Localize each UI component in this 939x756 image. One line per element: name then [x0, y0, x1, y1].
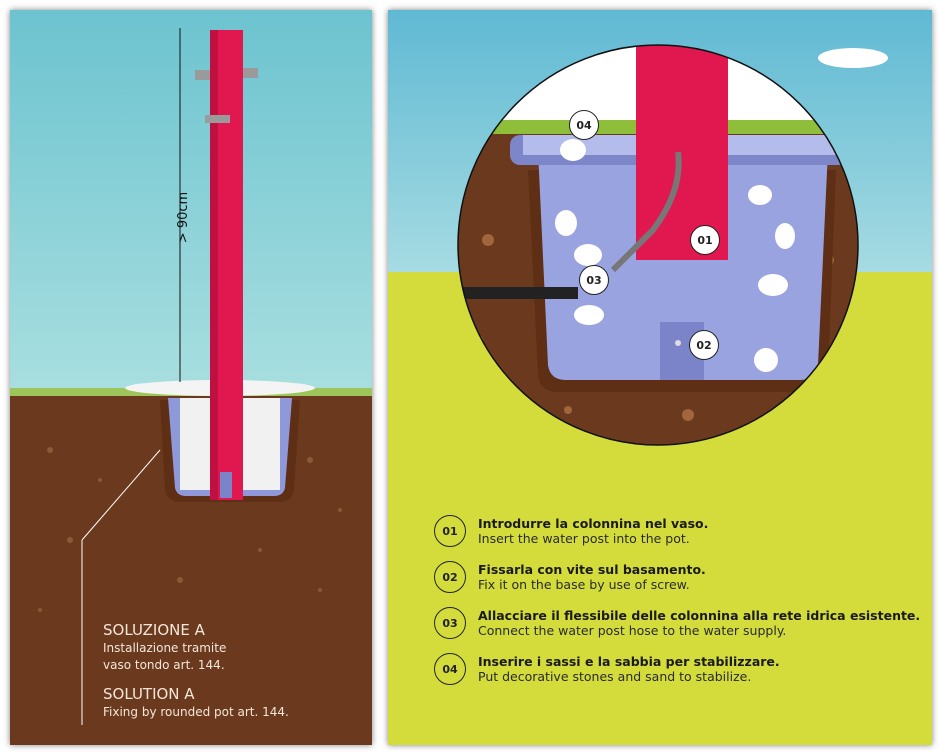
caption-title-it: SOLUZIONE A	[103, 621, 205, 639]
caption-line-en: Fixing by rounded pot art. 144.	[103, 705, 289, 719]
solution-a-illustration: > 90cm SOLUZIONE A Installazione tramite…	[10, 10, 372, 745]
step-number: 04	[434, 653, 466, 685]
step-number: 03	[434, 607, 466, 639]
caption-line1-it: Installazione tramite	[103, 641, 227, 655]
caption-title-en: SOLUTION A	[103, 685, 195, 703]
step-item: 02 Fissarla con vite sul basamento.Fix it…	[434, 561, 920, 593]
step-text-it: Inserire i sassi e la sabbia per stabili…	[478, 654, 780, 669]
callout-badge-01: 01	[690, 225, 720, 255]
callout-badge-04: 04	[569, 110, 599, 140]
step-text-it: Allacciare il flessibile delle colonnina…	[478, 608, 921, 623]
solution-caption: SOLUZIONE A Installazione tramite vaso t…	[103, 620, 289, 721]
step-number: 01	[434, 515, 466, 547]
step-text-en: Insert the water post into the pot.	[478, 531, 690, 546]
step-text-it: Introdurre la colonnina nel vaso.	[478, 516, 709, 531]
caption-line2-it: vaso tondo art. 144.	[103, 658, 225, 672]
step-item: 01 Introdurre la colonnina nel vaso.Inser…	[434, 515, 920, 547]
callout-badge-03: 03	[579, 265, 609, 295]
step-number: 02	[434, 561, 466, 593]
callout-badge-02: 02	[689, 330, 719, 360]
step-text-en: Connect the water post hose to the water…	[478, 623, 787, 638]
step-item: 04 Inserire i sassi e la sabbia per stabi…	[434, 653, 920, 685]
step-text-en: Fix it on the base by use of screw.	[478, 577, 690, 592]
step-item: 03 Allacciare il flessibile delle colonni…	[434, 607, 920, 639]
post-in-ground-drawing	[10, 10, 372, 745]
step-text-en: Put decorative stones and sand to stabil…	[478, 669, 752, 684]
height-label: > 90cm	[176, 191, 192, 244]
pot-detail-drawing	[388, 10, 932, 745]
step-text-it: Fissarla con vite sul basamento.	[478, 562, 706, 577]
